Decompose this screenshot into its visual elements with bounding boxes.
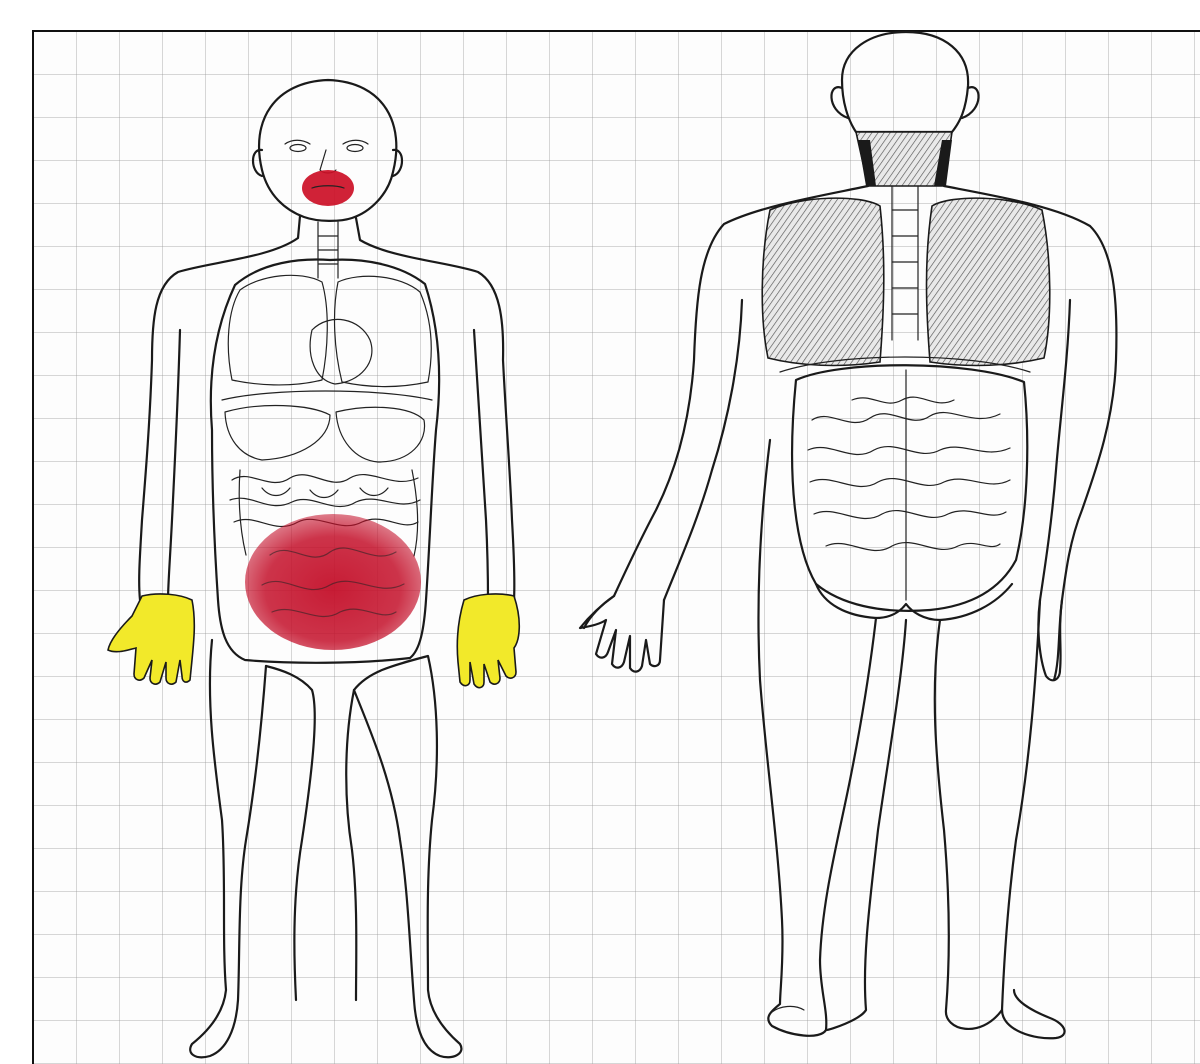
back-head-outline (842, 32, 968, 132)
back-abdomen-cavity (792, 365, 1027, 611)
back-left-hand (580, 596, 664, 672)
front-liver (225, 406, 330, 460)
back-inner-left-leg (826, 620, 906, 1030)
front-heart (310, 319, 372, 384)
back-left-leg (758, 440, 876, 1036)
front-trachea (318, 222, 338, 278)
front-left-leg (190, 640, 266, 1057)
back-spine (892, 186, 918, 340)
front-mouth-highlight (302, 170, 354, 206)
back-inner-right-leg (935, 620, 1002, 1029)
back-ear-left (831, 87, 848, 118)
front-stomach (336, 407, 425, 462)
front-inner-right-leg (346, 690, 356, 1000)
front-face (285, 140, 368, 173)
back-right-lung (927, 198, 1050, 365)
back-intestines (808, 370, 1010, 600)
back-left-lung (762, 198, 884, 365)
front-right-hand-highlight (457, 594, 519, 688)
front-right-inner-arm (474, 330, 488, 600)
front-diaphragm (222, 391, 432, 400)
front-crotch (266, 666, 315, 1000)
front-right-leg (354, 656, 461, 1057)
back-buttocks (816, 584, 1012, 620)
back-left-inner-arm (664, 300, 742, 600)
front-right-lung (335, 276, 432, 386)
front-figure (108, 80, 519, 1057)
front-left-hand-highlight (108, 594, 194, 684)
back-ear-right (962, 87, 979, 118)
back-figure (580, 32, 1116, 1038)
front-left-inner-arm (168, 330, 180, 600)
back-right-leg (1002, 600, 1065, 1038)
